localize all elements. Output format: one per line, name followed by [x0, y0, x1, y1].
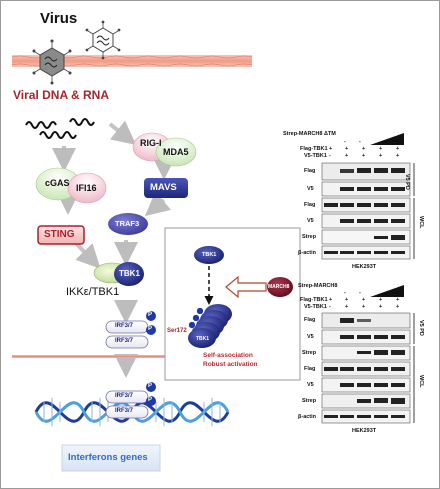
blot-top-v5-v3: + [379, 153, 383, 159]
blot-bottom-march8-label: Strep-MARCH8 [298, 283, 338, 289]
blot-top-march8-v0: - [344, 139, 346, 145]
blot-top-band-0: Flag [304, 168, 316, 174]
blot-bottom-flag-label: Flag-TBK1 [300, 297, 328, 303]
blot-bottom-band-3: Flag [304, 366, 316, 372]
virus-particle-right [85, 20, 121, 60]
blot-bottom-band-4: V5 [307, 382, 314, 388]
blot-top-band-5: β-actin [298, 250, 317, 256]
blot-top-band-4: Strep [302, 234, 317, 240]
interferons-genes-box [61, 444, 161, 472]
blot-bottom-v5-v0: - [329, 304, 331, 310]
mda5-shape [155, 137, 197, 167]
blot-bottom-flag-v3: + [379, 297, 383, 303]
blot-bottom-flag-v1: + [345, 297, 349, 303]
blot-top-v5-v1: + [345, 153, 349, 159]
irf37-nuc-label-1: IRF3/7 [115, 393, 134, 399]
blot-top-v5-label: V5-TBK1 [304, 153, 327, 159]
irf37-nuc-label-2: IRF3/7 [115, 408, 134, 414]
mavs-shape [144, 178, 188, 198]
virus-label: Virus [40, 10, 78, 27]
blot-bottom-v5-v3: + [379, 304, 383, 310]
phospho-p-3: P [148, 383, 153, 389]
blot-bottom-band-2: Strep [302, 350, 317, 356]
inset-march8-label: MARCH8 [268, 284, 290, 290]
blot-bottom-cell-line: HEK293T [352, 428, 377, 434]
tbk1-shape [114, 262, 144, 286]
irf37-label-1: IRF3/7 [115, 323, 134, 329]
blot-bottom-band-0: Flag [304, 317, 316, 323]
interferons-genes-label: Interferons genes [68, 452, 148, 463]
blot-bottom-march8-v1: - [359, 290, 361, 296]
blot-top-flag-v0: + [329, 146, 333, 152]
blot-top-flag-v2: + [362, 146, 366, 152]
blot-top-side-wcl: WCL [418, 216, 424, 229]
blot-top-v5-v4: + [396, 153, 400, 159]
irf-dimer-nucleus [105, 382, 156, 419]
traf3-shape [108, 213, 148, 235]
western-blot-bottom [321, 285, 415, 424]
blot-top-side-pd: V5 PD [404, 174, 410, 190]
blot-bottom-v5-label: V5-TBK1 [304, 304, 327, 310]
blot-top-band-1: V5 [307, 186, 314, 192]
mechanism-inset [164, 227, 301, 381]
rig-i-label: RIG-I [140, 138, 162, 148]
blot-top-band-2: Flag [304, 202, 316, 208]
blot-bottom-v5-v4: + [396, 304, 400, 310]
ikk-tbk1-label: IKKε/TBK1 [66, 286, 120, 298]
blot-top-flag-v3: + [379, 146, 383, 152]
ifi16-shape [67, 172, 107, 204]
irf-dimer-cytoplasm [105, 311, 156, 349]
blot-top-cell-line: HEK293T [352, 264, 377, 270]
blot-bottom-v5-v1: + [345, 304, 349, 310]
blot-bottom-band-5: Strep [302, 398, 317, 404]
blot-bottom-side-pd: V5 PD [418, 320, 424, 336]
self-association-label: Self-association [203, 352, 253, 359]
blot-top-march8-dtm-label: Strep-MARCH8 ΔTM [283, 131, 336, 137]
blot-bottom-flag-v2: + [362, 297, 366, 303]
virus-particle-left [32, 39, 72, 85]
inset-ser172-label: Ser172 [167, 328, 187, 334]
viral-dna-rna-label: Viral DNA & RNA [13, 88, 110, 102]
blot-top-band-3: V5 [307, 218, 314, 224]
blot-top-flag-label: Flag-TBK1 [300, 146, 328, 152]
ifi16-label: IFI16 [76, 183, 97, 193]
mavs-label: MAVS [150, 182, 177, 193]
blot-top-march8-v1: - [359, 139, 361, 145]
traf3-label: TRAF3 [115, 219, 140, 228]
robust-activation-label: Robust activation [203, 361, 258, 368]
inset-tbk1-label: TBK1 [202, 252, 217, 258]
blot-bottom-flag-v0: + [329, 297, 333, 303]
blot-bottom-v5-v2: + [362, 304, 366, 310]
inset-tbk1-stack-label: TBK1 [196, 336, 210, 342]
mda5-label: MDA5 [163, 147, 189, 157]
western-blot-top [321, 133, 415, 260]
phospho-p-2: P [148, 326, 153, 332]
blot-bottom-band-6: β-actin [298, 414, 317, 420]
blot-bottom-band-1: V5 [307, 334, 314, 340]
sting-label: STING [44, 229, 75, 240]
blot-top-flag-v4: + [396, 146, 400, 152]
blot-top-v5-v2: + [362, 153, 366, 159]
blot-top-flag-v1: + [345, 146, 349, 152]
phospho-p-4: P [148, 397, 153, 403]
blot-bottom-march8-v0: - [344, 290, 346, 296]
blot-top-v5-v0: - [329, 153, 331, 159]
irf37-label-2: IRF3/7 [115, 338, 134, 344]
cgas-label: cGAS [45, 178, 70, 188]
viral-nucleic-acid [25, 118, 95, 139]
blot-bottom-flag-v4: + [396, 297, 400, 303]
blot-bottom-side-wcl: WCL [418, 375, 424, 388]
sting-shape [37, 225, 85, 245]
tbk1-label: TBK1 [119, 269, 140, 278]
phospho-p-1: P [148, 312, 153, 318]
